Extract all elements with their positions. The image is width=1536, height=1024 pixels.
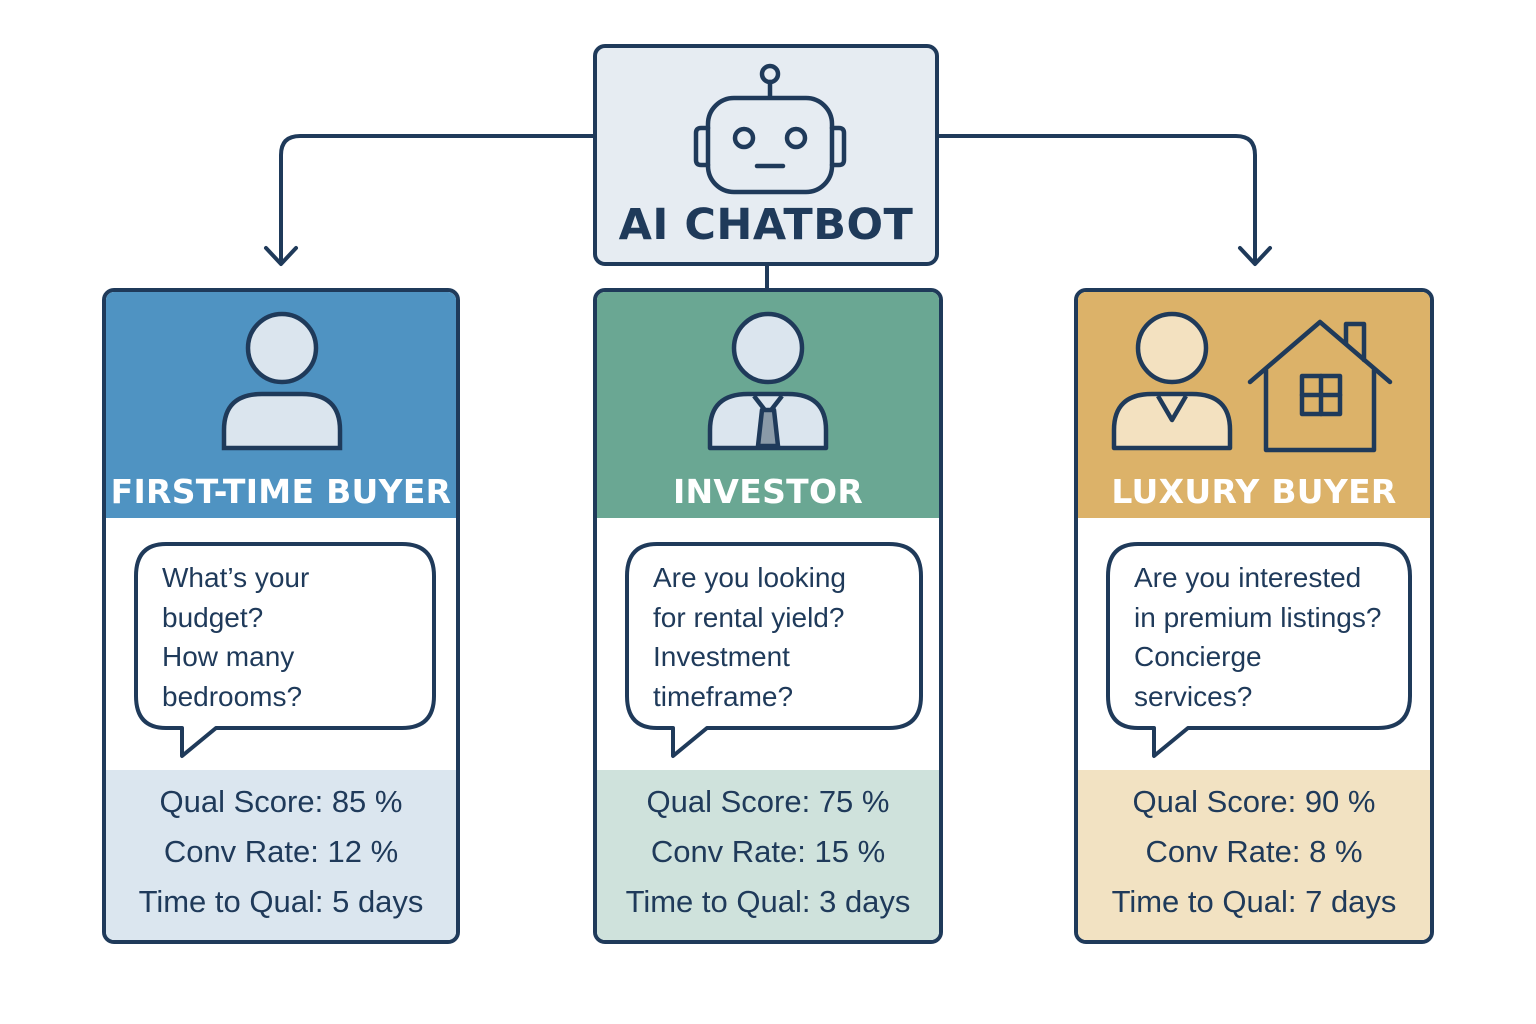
- card-header: INVESTOR: [597, 292, 939, 518]
- qual-score: Qual Score: 75 %: [646, 784, 890, 819]
- question-line: Are you looking: [653, 562, 847, 593]
- person-icon: [221, 311, 343, 451]
- question-line: Are you interested: [1134, 562, 1362, 593]
- question-line: Investment: [653, 641, 790, 672]
- arrowhead-right: [1238, 246, 1272, 266]
- speech-bubble-icon: [134, 542, 436, 758]
- speech-bubble-icon: [1106, 542, 1412, 758]
- question-line: bedrooms?: [162, 680, 303, 712]
- question-line: budget?: [162, 601, 264, 633]
- speech-bubble-icon: [625, 542, 923, 758]
- question-bubble: What’s your budget? How many bedrooms?: [134, 542, 436, 758]
- question-line: Concierge: [1134, 641, 1262, 672]
- connector-right: [937, 134, 1257, 264]
- metrics-panel: Qual Score: 85 % Conv Rate: 12 % Time to…: [106, 770, 456, 940]
- time-to-qual: Time to Qual: 5 days: [138, 884, 424, 919]
- qual-score: Qual Score: 90 %: [1132, 784, 1376, 819]
- question-line: in premium listings?: [1134, 601, 1382, 633]
- metrics-panel: Qual Score: 90 % Conv Rate: 8 % Time to …: [1078, 770, 1430, 940]
- conv-rate: Conv Rate: 8 %: [1145, 834, 1363, 869]
- question-bubble: Are you interested in premium listings? …: [1106, 542, 1412, 758]
- ai-chatbot-node: AI CHATBOT: [593, 44, 939, 266]
- persona-card-investor: INVESTOR Are you looking for rental yiel…: [593, 288, 943, 944]
- time-to-qual: Time to Qual: 3 days: [625, 884, 911, 919]
- persona-label: LUXURY BUYER: [1111, 472, 1397, 511]
- person-icon: [1111, 311, 1233, 451]
- persona-label: FIRST-TIME BUYER: [110, 472, 452, 511]
- connector-left: [279, 134, 595, 264]
- persona-card-luxury-buyer: LUXURY BUYER Are you interested in premi…: [1074, 288, 1434, 944]
- persona-label: INVESTOR: [672, 472, 864, 511]
- question-line: How many: [162, 641, 295, 672]
- card-header: LUXURY BUYER: [1078, 292, 1430, 518]
- conv-rate: Conv Rate: 12 %: [163, 834, 399, 869]
- robot-icon: [693, 63, 847, 195]
- conv-rate: Conv Rate: 15 %: [650, 834, 886, 869]
- arrowhead-left: [264, 246, 298, 266]
- businessperson-icon: [707, 311, 829, 451]
- question-line: services?: [1134, 680, 1253, 712]
- question-line: timeframe?: [653, 680, 794, 712]
- card-header: FIRST-TIME BUYER: [106, 292, 456, 518]
- question-line: for rental yield?: [653, 601, 845, 633]
- house-icon: [1247, 319, 1393, 453]
- time-to-qual: Time to Qual: 7 days: [1111, 884, 1397, 919]
- persona-card-first-time-buyer: FIRST-TIME BUYER What’s your budget? How…: [102, 288, 460, 944]
- question-line: What’s your: [162, 562, 310, 593]
- qual-score: Qual Score: 85 %: [159, 784, 403, 819]
- metrics-panel: Qual Score: 75 % Conv Rate: 15 % Time to…: [597, 770, 939, 940]
- hub-title: AI CHATBOT: [618, 200, 914, 250]
- question-bubble: Are you looking for rental yield? Invest…: [625, 542, 923, 758]
